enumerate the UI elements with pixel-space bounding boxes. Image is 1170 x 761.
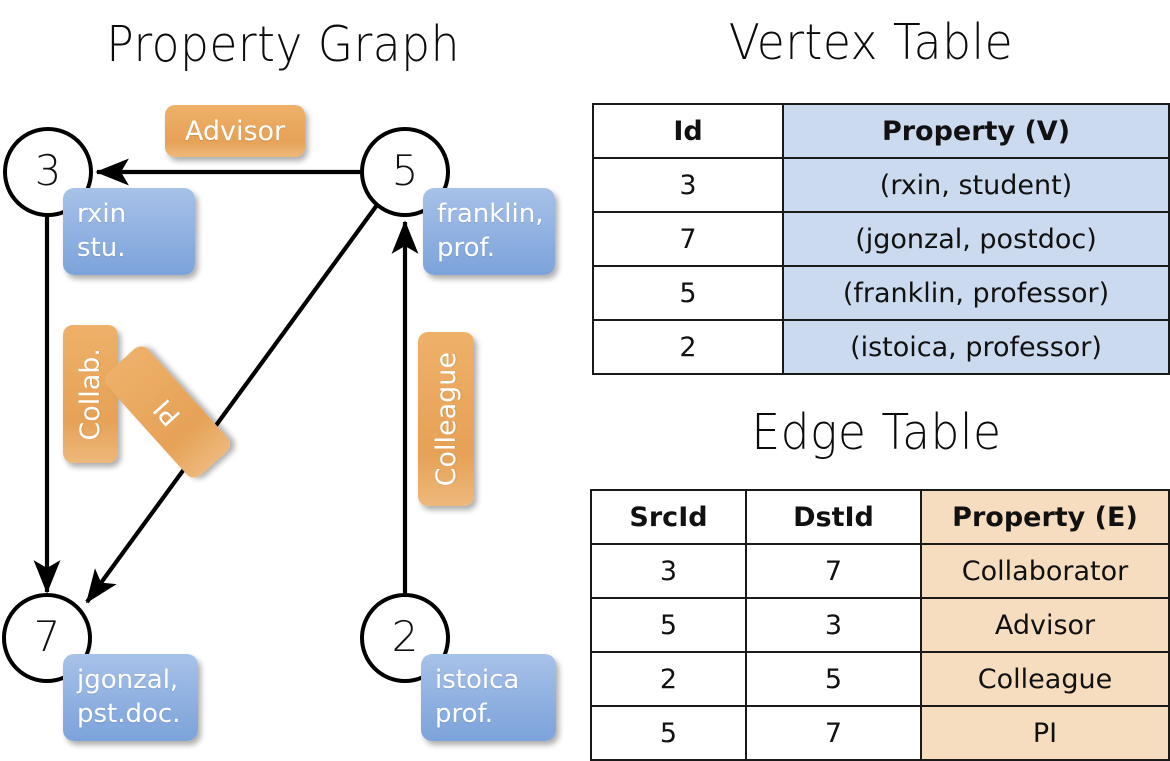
edge-cell-srcid: 2 [590,651,747,707]
edge-label-advisor[interactable]: Advisor [165,105,305,157]
page-title-edge-table: Edge Table [751,404,1002,461]
node-property-line-1: istoica [435,664,520,695]
table-row[interactable]: 3 (rxin, student) [592,157,1170,213]
vertex-cell-id: 7 [592,211,784,267]
graph-node-5-label: 5 [391,145,419,195]
vertex-table-header-id: Id [592,103,784,159]
graph-node-5[interactable]: 5 [360,127,450,217]
table-row[interactable]: 5 (franklin, professor) [592,265,1170,321]
vertex-table-header-property: Property (V) [782,103,1170,159]
node-property-line-1: jgonzal, [77,664,179,695]
vertex-cell-id: 3 [592,157,784,213]
edge-cell-property: Collaborator [920,543,1170,599]
edge-table-header-dstid: DstId [745,489,922,545]
vertex-cell-id: 2 [592,319,784,375]
edge-cell-dstid: 7 [745,543,922,599]
page-title-vertex-table: Vertex Table [728,14,1014,71]
vertex-cell-property: (istoica, professor) [782,319,1170,375]
node-property-line-2: prof. [437,232,496,263]
property-graph-panel: Property Graph 3 5 7 2 [0,0,585,760]
vertex-cell-property: (franklin, professor) [782,265,1170,321]
edge-pi-5-to-7 [85,203,379,604]
node-property-line-2: pst.doc. [77,698,181,729]
page-title-property-graph: Property Graph [106,16,460,73]
node-property-line-2: prof. [435,698,494,729]
node-property-line-1: franklin, [437,198,544,229]
edge-cell-srcid: 3 [590,543,747,599]
edge-cell-srcid: 5 [590,597,747,653]
edge-cell-dstid: 3 [745,597,922,653]
edge-cell-property: Advisor [920,597,1170,653]
table-row[interactable]: 5 7 PI [590,705,1170,761]
edge-cell-dstid: 5 [745,651,922,707]
node-property-line-1: rxin [77,198,127,229]
edge-table-header-srcid: SrcId [590,489,747,545]
node-property-box-istoica[interactable]: istoica prof. [421,654,556,741]
graph-node-7-label: 7 [33,611,61,661]
edge-cell-dstid: 7 [745,705,922,761]
edge-table: SrcId DstId Property (E) 3 7 Collaborato… [590,489,1170,761]
graph-node-2-label: 2 [391,611,419,661]
vertex-cell-property: (jgonzal, postdoc) [782,211,1170,267]
edge-cell-property: Colleague [920,651,1170,707]
table-row[interactable]: 3 7 Collaborator [590,543,1170,599]
edge-label-advisor-text: Advisor [184,115,286,147]
edge-label-colleague-text: Colleague [430,351,462,487]
edge-cell-property: PI [920,705,1170,761]
vertex-cell-property: (rxin, student) [782,157,1170,213]
vertex-cell-id: 5 [592,265,784,321]
graph-node-3-label: 3 [34,145,62,195]
table-row[interactable]: 2 (istoica, professor) [592,319,1170,375]
table-row[interactable]: 2 5 Colleague [590,651,1170,707]
edge-label-pi-text: PI [147,392,188,432]
vertex-table-header-row: Id Property (V) [592,103,1170,159]
vertex-table: Id Property (V) 3 (rxin, student) 7 (jgo… [592,103,1170,375]
graph-node-2[interactable]: 2 [360,593,450,683]
edge-label-colleague[interactable]: Colleague [418,332,474,506]
node-property-box-rxin[interactable]: rxin stu. [63,188,195,275]
edge-label-collab[interactable]: Collab. [63,325,118,463]
node-property-box-jgonzal[interactable]: jgonzal, pst.doc. [63,654,198,741]
node-property-box-franklin[interactable]: franklin, prof. [423,188,555,275]
edge-label-collab-text: Collab. [75,347,106,441]
edge-cell-srcid: 5 [590,705,747,761]
edge-table-header-row: SrcId DstId Property (E) [590,489,1170,545]
node-property-line-2: stu. [77,232,126,263]
table-row[interactable]: 5 3 Advisor [590,597,1170,653]
table-row[interactable]: 7 (jgonzal, postdoc) [592,211,1170,267]
graph-edges-canvas [33,158,419,604]
edge-table-header-property: Property (E) [920,489,1170,545]
